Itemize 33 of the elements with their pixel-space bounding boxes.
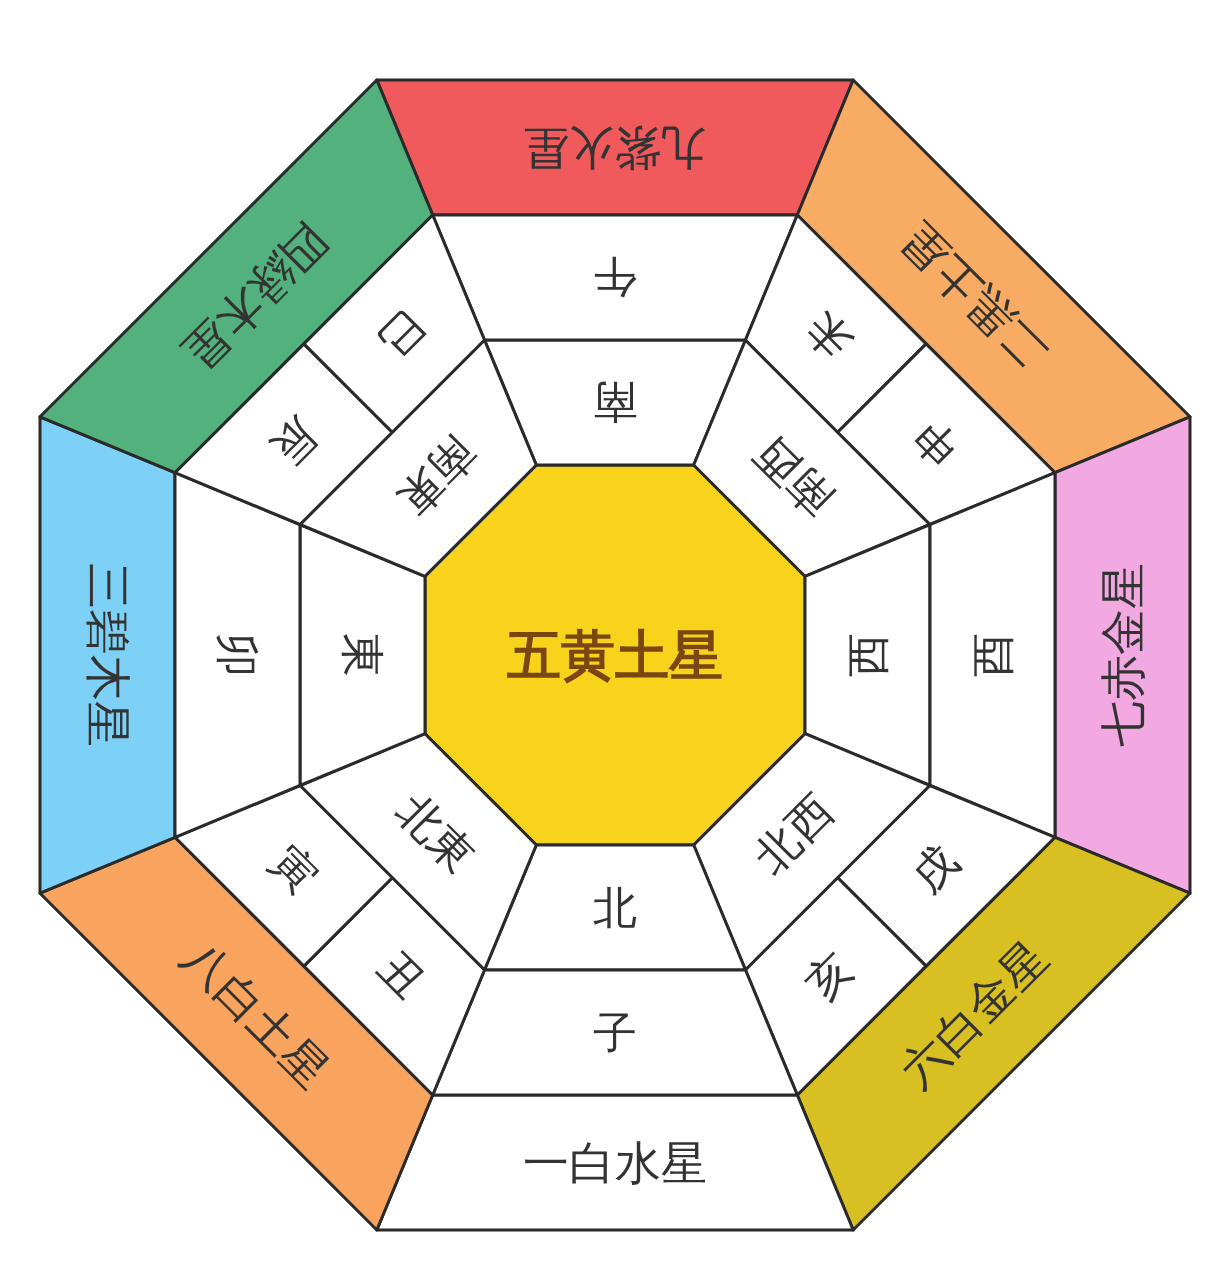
direction-label: 西	[842, 633, 893, 677]
branch-label: 申	[901, 407, 969, 475]
direction-label: 北	[593, 882, 637, 933]
direction-label: 南	[593, 377, 637, 428]
branch-label: 午	[593, 252, 637, 303]
branch-label: 子	[593, 1007, 637, 1058]
branch-segment	[928, 471, 1057, 839]
branch-label: 未	[795, 301, 863, 369]
branch-label: 酉	[967, 633, 1018, 677]
star-name: 三碧木星	[80, 563, 135, 747]
branch-label: 辰	[261, 407, 329, 475]
star-name: 二黒土星	[889, 211, 1059, 381]
star-name: 四緑木星	[171, 211, 341, 381]
star-name: 六白金星	[889, 929, 1058, 1099]
direction-label: 南西	[744, 427, 843, 526]
branch-label: 戌	[901, 835, 969, 903]
star-name: 八白土星	[172, 929, 341, 1099]
branch-segment	[173, 471, 302, 839]
direction-label: 北東	[387, 784, 486, 883]
direction-label: 東	[337, 633, 388, 677]
star-name: 七赤金星	[1095, 563, 1150, 747]
star-name: 九紫火星	[523, 120, 707, 175]
direction-label: 北西	[744, 784, 843, 883]
branch-segment	[431, 213, 799, 342]
branch-label: 寅	[261, 835, 329, 903]
center-label: 五黄土星	[507, 623, 723, 687]
branch-segment	[431, 968, 799, 1097]
direction-label: 南東	[387, 427, 486, 526]
branch-label: 巳	[367, 301, 435, 369]
star-name: 一白水星	[523, 1135, 707, 1190]
branch-label: 丑	[367, 941, 435, 1009]
branch-label: 卯	[212, 633, 263, 677]
branch-label: 亥	[795, 941, 863, 1009]
